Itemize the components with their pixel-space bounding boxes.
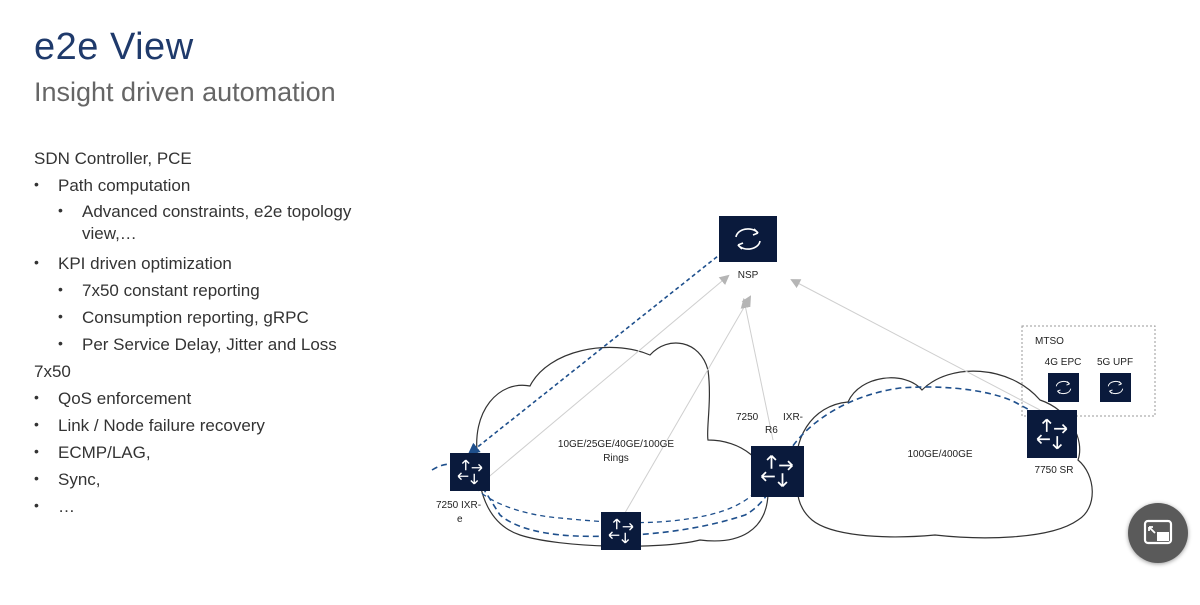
picture-in-picture-button[interactable] [1128, 503, 1188, 563]
mtso-box [1021, 325, 1156, 417]
service-path [431, 386, 1061, 538]
telemetry-line [740, 298, 774, 441]
bullet-heading: 7x50 [34, 362, 71, 382]
access-ring-label-2: Rings [603, 453, 629, 464]
upf-label: 5G UPF [1097, 357, 1133, 368]
bullet-item: Link / Node failure recovery [34, 417, 394, 434]
provisioning-path [467, 247, 729, 455]
ring-router-node [601, 512, 641, 550]
slide-subtitle: Insight driven automation [34, 77, 336, 107]
bullet-item: Sync, [34, 471, 394, 488]
aggregation-label: 100GE/400GE [907, 449, 972, 460]
nsp-node [719, 216, 777, 262]
bullet-item: QoS enforcement [34, 390, 394, 407]
slide-title: e2e View [34, 26, 194, 68]
ixr-r6-label-2: IXR- [783, 412, 803, 423]
router-7250-ixr-e [450, 453, 490, 491]
aggregation-cloud [795, 370, 1093, 539]
ixr-e-label-2: e [457, 514, 463, 525]
access-ring-label-1: 10GE/25GE/40GE/100GE [558, 439, 675, 450]
picture-in-picture-icon [1143, 519, 1173, 545]
epc-label: 4G EPC [1045, 357, 1082, 368]
bullet-subitem: Advanced constraints, e2e topology view,… [34, 201, 394, 245]
router-7250-ixr-r6 [751, 446, 804, 497]
bullet-item: ECMP/LAG, [34, 444, 394, 461]
telemetry-line [621, 295, 752, 519]
ixr-r6-label-3: R6 [765, 425, 778, 436]
bullet-heading: SDN Controller, PCE [34, 149, 192, 168]
ixr-r6-label-1: 7250 [736, 412, 759, 423]
epc-node [1048, 373, 1079, 402]
upf-node [1100, 373, 1131, 402]
bullet-item: … [34, 498, 394, 515]
router-7750-sr [1027, 410, 1077, 458]
service-path [469, 479, 766, 524]
telemetry-line [484, 274, 730, 481]
sr-label: 7750 SR [1035, 465, 1074, 476]
bullet-subitem: 7x50 constant reporting [34, 282, 394, 299]
telemetry-line [790, 279, 1041, 411]
bullet-subitem: Consumption reporting, gRPC [34, 309, 394, 326]
nsp-label: NSP [738, 270, 759, 281]
mtso-label: MTSO [1035, 336, 1064, 347]
bullet-subitem: Per Service Delay, Jitter and Loss [34, 336, 394, 353]
bullet-item: Path computation [34, 177, 394, 194]
ixr-e-label-1: 7250 IXR- [436, 500, 481, 511]
bullet-item: KPI driven optimization [34, 255, 394, 272]
access-ring-cloud [476, 342, 769, 547]
bullet-list: SDN Controller, PCE Path computation Adv… [34, 150, 394, 525]
